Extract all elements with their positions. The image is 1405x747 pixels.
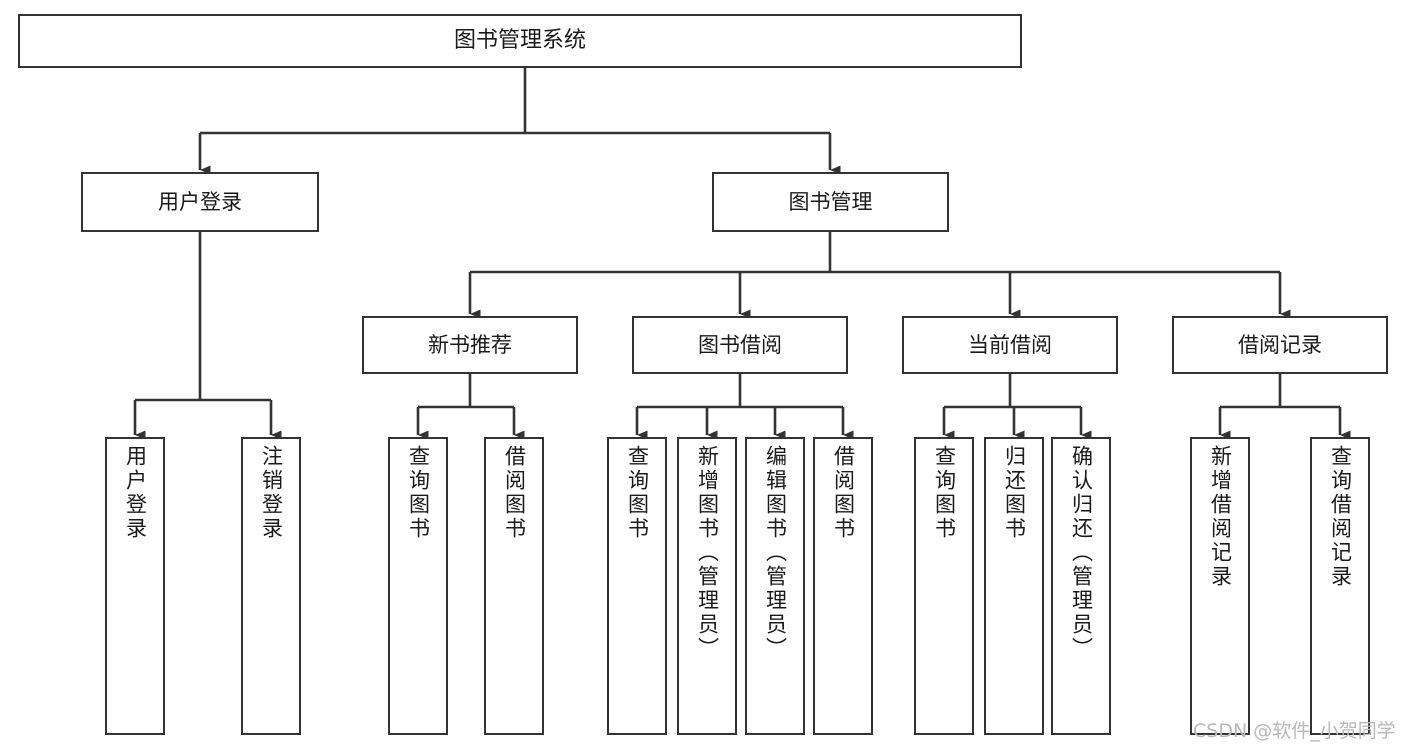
node-leaf-4-label: 查询图书 [625,445,650,541]
node-leaf-12-label: 查询借阅记录 [1328,445,1353,589]
node-level2-0-label: 用户登录 [158,189,242,214]
node-leaf-7-label: 借阅图书 [831,445,856,541]
node-root-system-label: 图书管理系统 [453,28,586,54]
node-level3-3[interactable]: 借阅记录 [1172,316,1388,374]
node-level2-1-label: 图书管理 [788,189,873,214]
node-leaf-0[interactable]: 用户登录 [105,437,165,735]
node-leaf-5-label: 新增图书（管理员） [695,445,720,661]
node-leaf-2[interactable]: 查询图书 [388,437,448,735]
node-leaf-1[interactable]: 注销登录 [241,437,301,735]
node-leaf-8[interactable]: 查询图书 [914,437,974,735]
node-leaf-11[interactable]: 新增借阅记录 [1190,437,1250,735]
node-leaf-7[interactable]: 借阅图书 [813,437,873,735]
node-level2-0[interactable]: 用户登录 [81,172,319,232]
node-level2-1[interactable]: 图书管理 [712,172,949,232]
node-leaf-11-label: 新增借阅记录 [1208,445,1233,589]
csdn-watermark: CSDN @软件_小贺同学 [1193,720,1396,742]
node-level3-1-label: 图书借阅 [698,332,782,357]
node-leaf-3-label: 借阅图书 [502,445,527,541]
node-leaf-1-label: 注销登录 [259,445,284,541]
node-root-system[interactable]: 图书管理系统 [18,14,1022,68]
node-leaf-4[interactable]: 查询图书 [607,437,667,735]
node-leaf-9[interactable]: 归还图书 [984,437,1044,735]
node-leaf-6-label: 编辑图书（管理员） [763,445,788,661]
node-leaf-9-label: 归还图书 [1002,445,1027,541]
node-level3-0-label: 新书推荐 [428,332,512,357]
node-level3-3-label: 借阅记录 [1238,332,1322,357]
node-leaf-6[interactable]: 编辑图书（管理员） [745,437,805,735]
node-leaf-2-label: 查询图书 [406,445,431,541]
node-leaf-3[interactable]: 借阅图书 [484,437,544,735]
node-level3-1[interactable]: 图书借阅 [632,316,848,374]
node-level3-0[interactable]: 新书推荐 [362,316,578,374]
node-leaf-8-label: 查询图书 [932,445,957,541]
node-leaf-10-label: 确认归还（管理员） [1069,445,1094,661]
node-level3-2-label: 当前借阅 [968,332,1052,357]
node-leaf-0-label: 用户登录 [123,445,148,541]
node-level3-2[interactable]: 当前借阅 [902,316,1118,374]
node-leaf-5[interactable]: 新增图书（管理员） [677,437,737,735]
node-leaf-12[interactable]: 查询借阅记录 [1310,437,1370,735]
node-leaf-10[interactable]: 确认归还（管理员） [1051,437,1111,735]
